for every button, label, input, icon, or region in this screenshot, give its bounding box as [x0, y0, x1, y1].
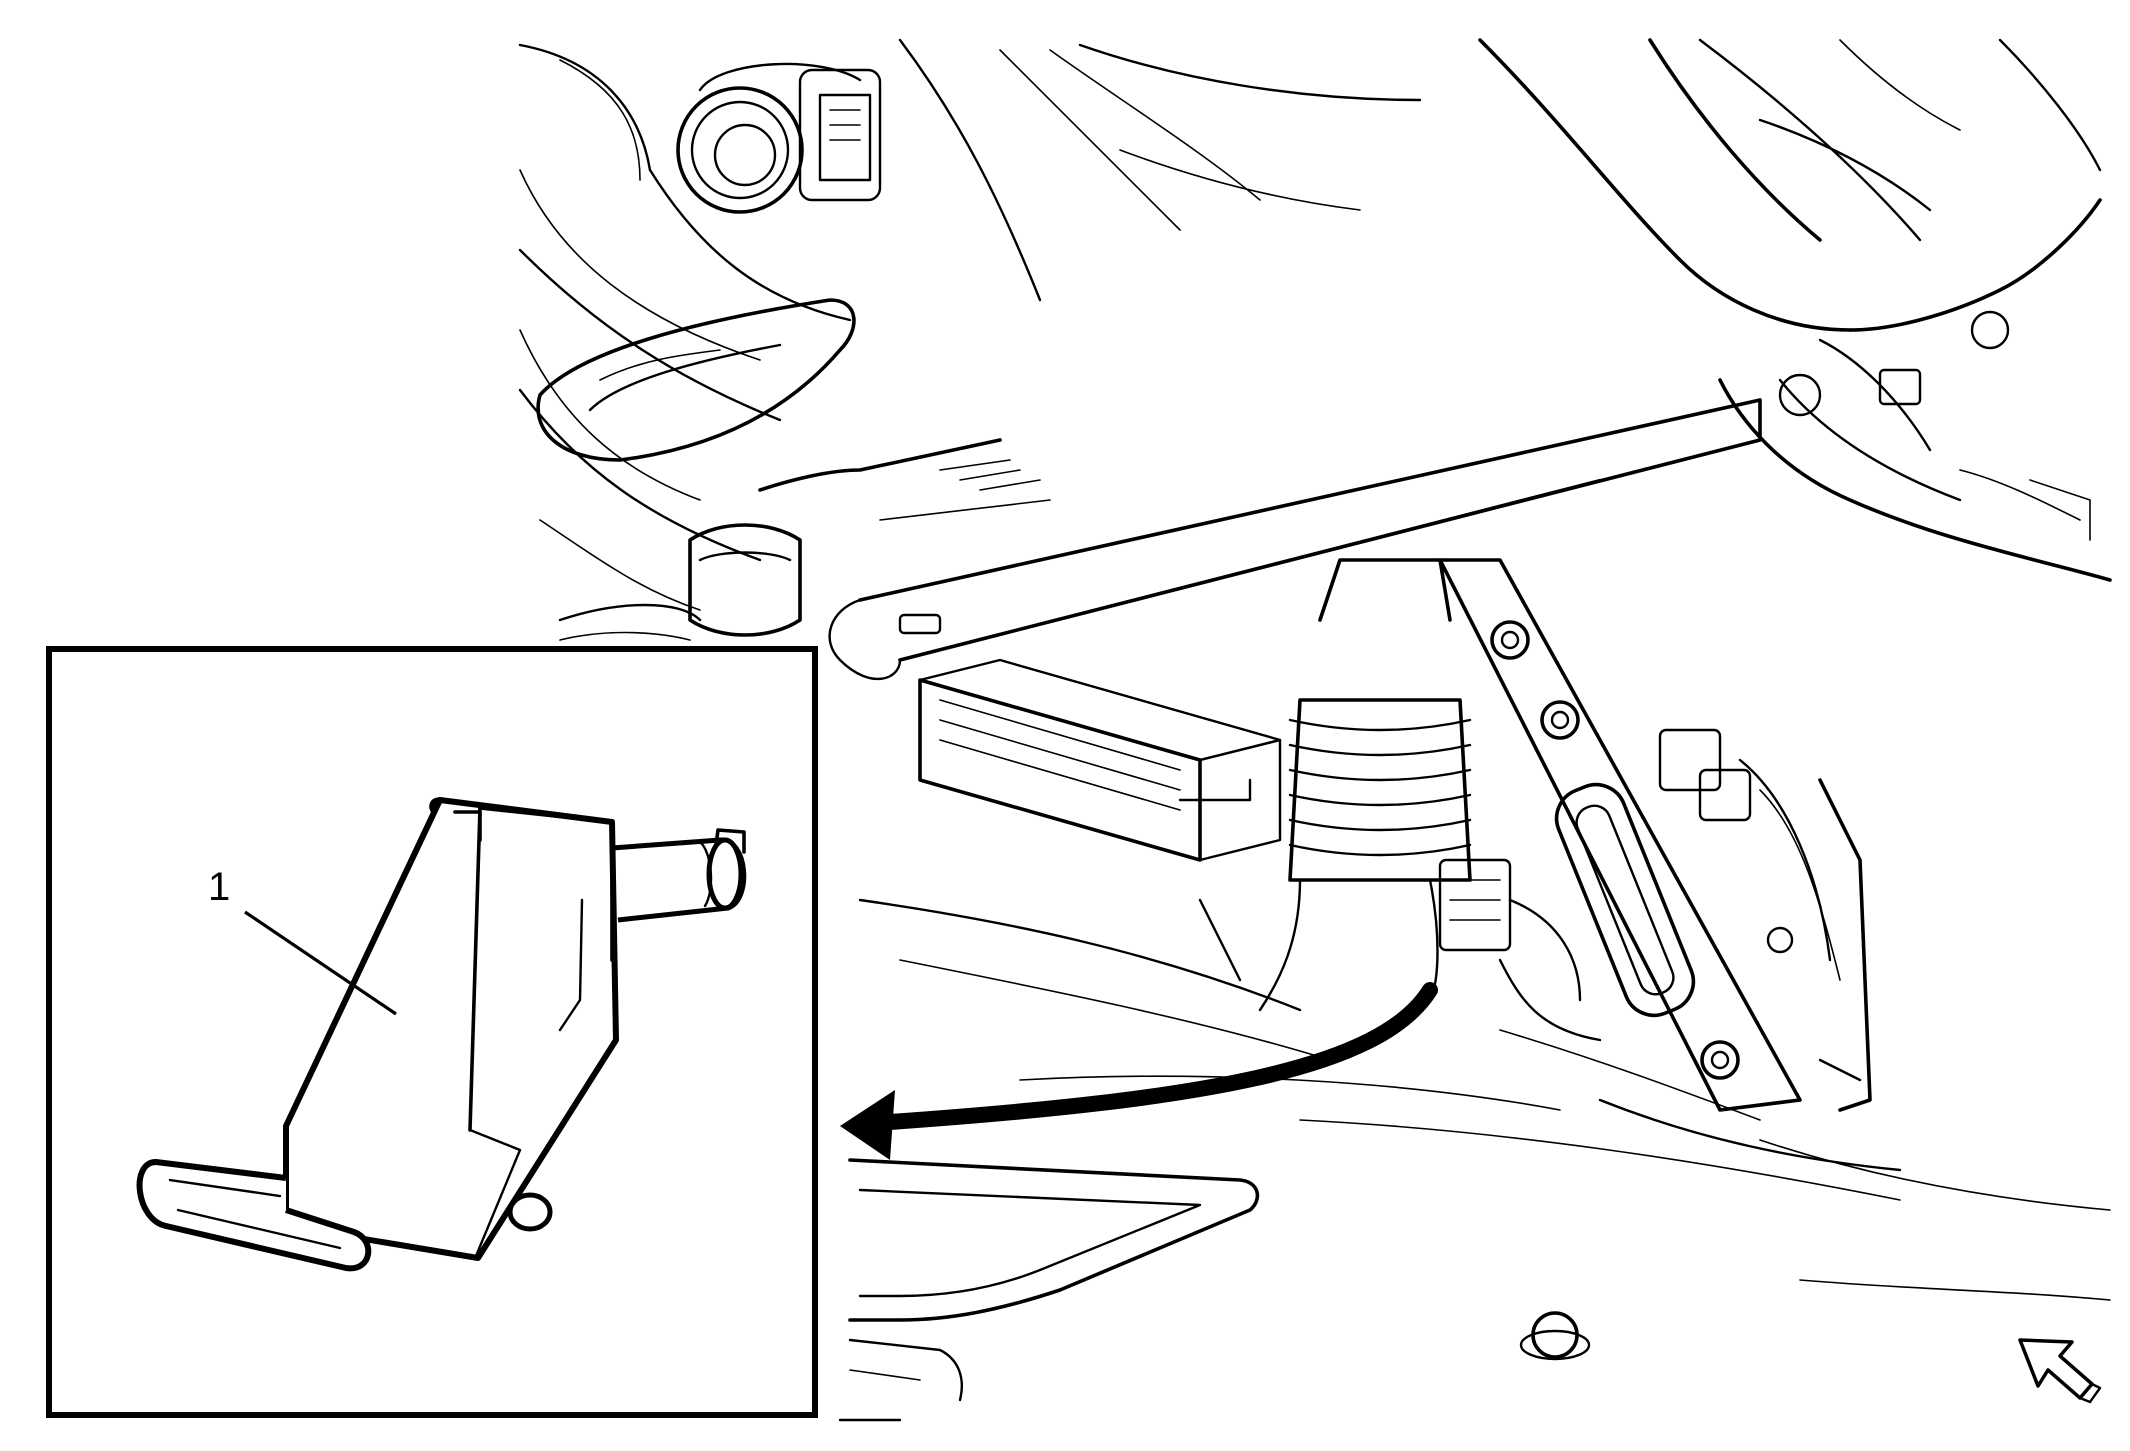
view-direction-arrow-icon	[2018, 1338, 2102, 1404]
steering-shaft-boot	[1258, 558, 1472, 1012]
knee-bolster	[758, 398, 1762, 680]
floor-mat	[838, 1158, 1260, 1422]
curved-arrow-icon	[840, 982, 1438, 1160]
vehicle-scene	[518, 38, 2112, 1422]
control-module	[918, 658, 1282, 862]
callout-leader-1	[244, 910, 397, 1016]
component-1	[136, 797, 747, 1272]
brace-bracket	[1438, 558, 1802, 1112]
callout-label-1: 1	[208, 865, 230, 909]
detail-inset: 1	[46, 646, 818, 1418]
headlamp-switch	[676, 62, 882, 214]
